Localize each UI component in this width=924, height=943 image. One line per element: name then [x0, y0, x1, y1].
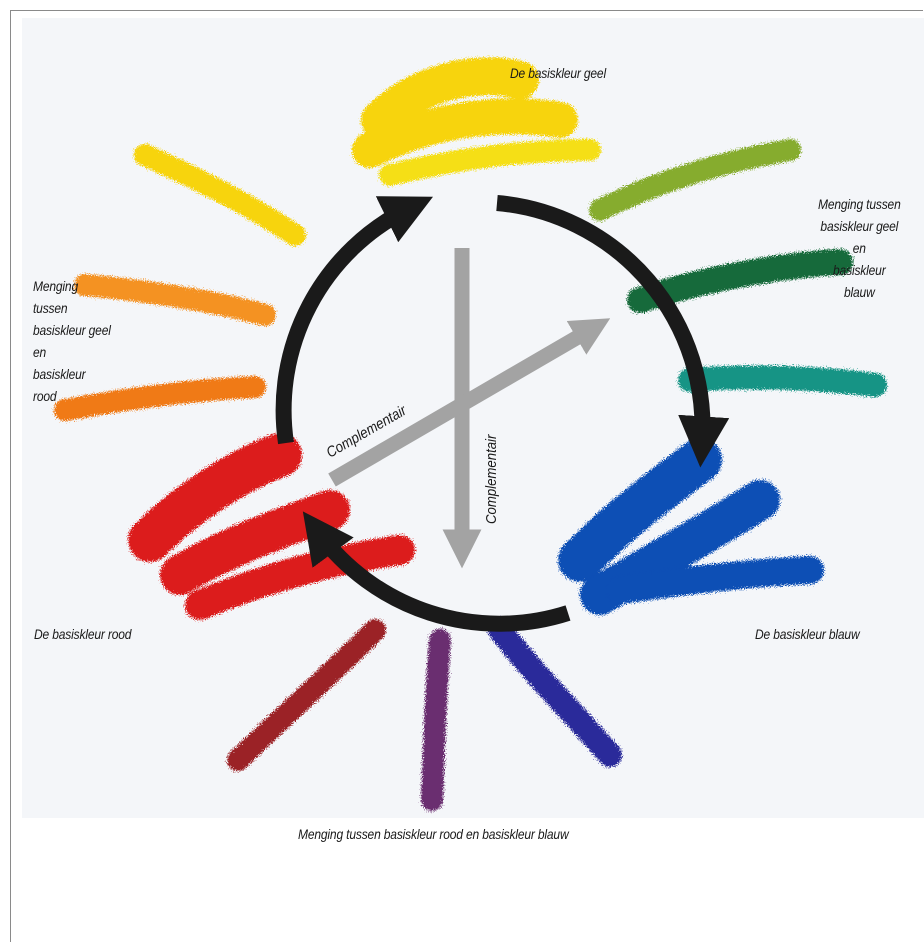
- cycle-arrow-blue-to-red: [302, 511, 571, 632]
- complement-arrows: Complementair Complementair: [323, 248, 611, 569]
- label-green-mix: Menging tussen basiskleur geel en basisk…: [818, 196, 901, 300]
- stroke-yellow-secondary: [134, 144, 306, 246]
- label-orange-mix: Menging tussen basiskleur geel en basisk…: [33, 278, 111, 404]
- stroke-yellow-primary: [352, 57, 601, 186]
- label-purple-mix: Menging tussen basiskleur rood en basisk…: [298, 826, 569, 842]
- cycle-arrow-yellow-to-blue: [496, 195, 730, 468]
- stroke-orange: [54, 376, 266, 421]
- cycle-arrow-red-to-yellow: [275, 196, 434, 445]
- stroke-indigo: [488, 618, 622, 767]
- label-blue: De basiskleur blauw: [755, 626, 860, 642]
- label-red: De basiskleur rood: [34, 626, 132, 642]
- stroke-blue-primary: [558, 438, 824, 615]
- stroke-teal: [678, 365, 887, 397]
- cycle-arrows: [275, 195, 730, 632]
- complement-arrow-diagonal: [328, 318, 611, 487]
- figure-frame: [10, 10, 923, 942]
- stroke-purple: [421, 629, 451, 811]
- complement-label-vertical: Complementair: [482, 433, 499, 524]
- label-yellow: De basiskleur geel: [510, 65, 606, 81]
- stroke-orange-light: [74, 274, 276, 326]
- stroke-green: [627, 249, 853, 313]
- stroke-yellow-green: [589, 139, 801, 221]
- stroke-maroon: [227, 619, 386, 771]
